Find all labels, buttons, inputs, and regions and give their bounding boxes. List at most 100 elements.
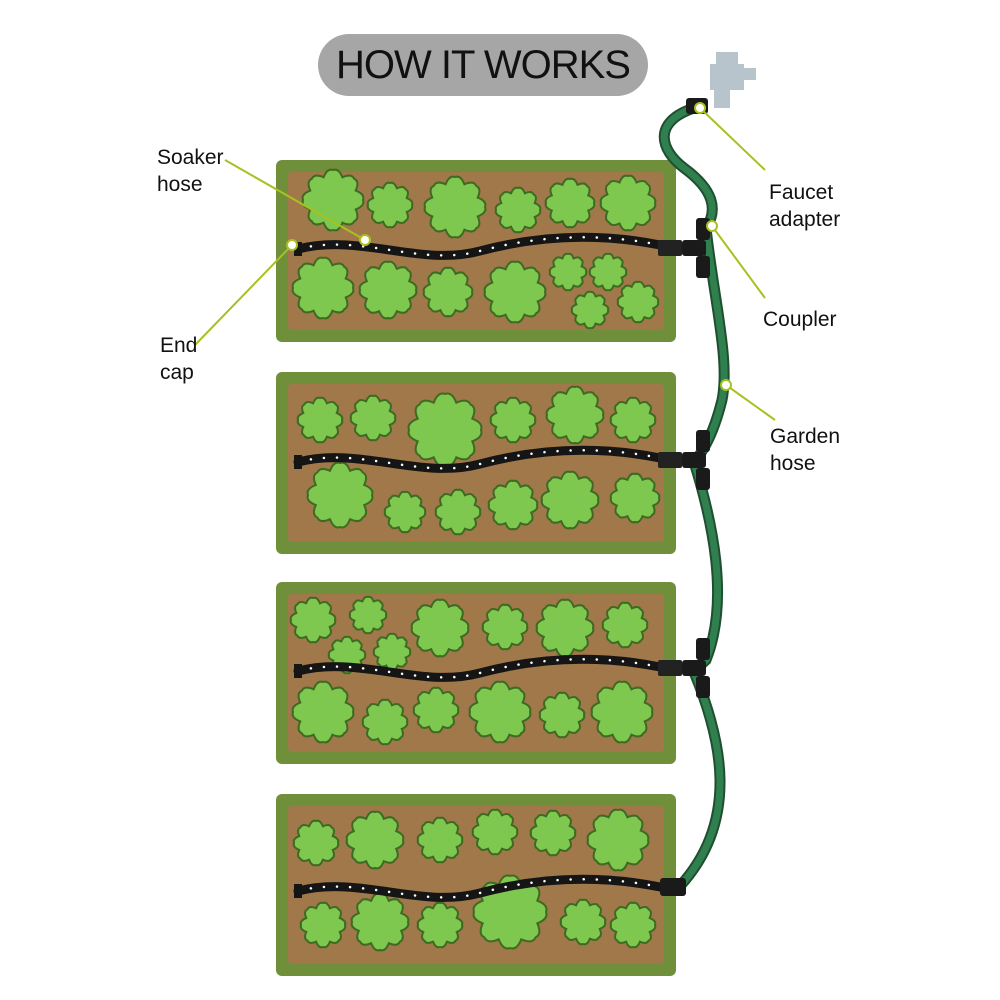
coupler-outlet bbox=[696, 468, 710, 490]
garden-bed bbox=[276, 582, 676, 764]
label-end-cap: End cap bbox=[160, 334, 198, 384]
label-coupler: Coupler bbox=[763, 308, 837, 331]
plant-icon bbox=[545, 385, 605, 445]
faucet-body bbox=[710, 64, 744, 90]
soaker-hose-holes bbox=[296, 878, 662, 899]
leader-line bbox=[725, 384, 776, 421]
plant-icon bbox=[434, 488, 482, 536]
plant-icon bbox=[529, 809, 577, 857]
plant-icon bbox=[350, 892, 410, 952]
soaker-hose-holes bbox=[296, 236, 662, 257]
callout-ring bbox=[359, 234, 371, 246]
plant-icon bbox=[588, 252, 628, 292]
plant-icon bbox=[616, 280, 660, 324]
garden-bed bbox=[276, 794, 676, 976]
plant-icon bbox=[487, 479, 539, 531]
plant-icon bbox=[468, 680, 532, 744]
plant-icon bbox=[590, 680, 654, 744]
coupler-icon bbox=[658, 218, 710, 278]
label-faucet-adapter: Faucet adapter bbox=[769, 181, 841, 231]
coupler-inlet bbox=[696, 430, 710, 452]
end-cap-icon bbox=[294, 455, 302, 469]
leader-line bbox=[224, 159, 366, 241]
plant-icon bbox=[535, 598, 595, 658]
plant-icon bbox=[361, 698, 409, 746]
callout-ring bbox=[694, 102, 706, 114]
plant-icon bbox=[422, 266, 474, 318]
end-cap-icon bbox=[294, 884, 302, 898]
plant-icon bbox=[416, 901, 464, 949]
hose-connector bbox=[658, 240, 682, 256]
soaker-hose-holes bbox=[296, 449, 662, 470]
plant-icon bbox=[412, 686, 460, 734]
leader-lines bbox=[194, 102, 776, 421]
hose-connector bbox=[658, 452, 682, 468]
faucet-stem bbox=[716, 52, 738, 66]
page-title: HOW IT WORKS bbox=[336, 42, 631, 87]
label-garden-hose: Garden hose bbox=[770, 425, 841, 475]
hose-connector bbox=[658, 660, 682, 676]
plant-icon bbox=[538, 691, 586, 739]
plant-icon bbox=[494, 186, 542, 234]
plant-icon bbox=[292, 819, 340, 867]
coupler-icon bbox=[658, 638, 710, 698]
garden-bed bbox=[276, 160, 676, 342]
plant-icon bbox=[548, 252, 588, 292]
plant-icon bbox=[407, 392, 483, 468]
leader-line bbox=[194, 244, 293, 346]
plant-icon bbox=[345, 810, 405, 870]
coupler-inlet bbox=[696, 218, 710, 240]
plant-icon bbox=[289, 596, 337, 644]
plant-icon bbox=[358, 260, 418, 320]
plant-icon bbox=[540, 470, 600, 530]
plant-icon bbox=[601, 601, 649, 649]
plant-icon bbox=[483, 260, 547, 324]
leader-line bbox=[711, 225, 766, 299]
plant-icon bbox=[299, 901, 347, 949]
plant-icon bbox=[609, 396, 657, 444]
leader-line bbox=[699, 107, 766, 171]
plant-icon bbox=[416, 816, 464, 864]
faucet-icon bbox=[710, 52, 756, 108]
end-cap-icon bbox=[294, 664, 302, 678]
coupler-outlet bbox=[696, 256, 710, 278]
coupler-body bbox=[682, 452, 706, 468]
plant-icon bbox=[366, 181, 414, 229]
garden-beds bbox=[276, 160, 676, 976]
plant-icon bbox=[489, 396, 537, 444]
plant-icon bbox=[570, 290, 610, 330]
fittings bbox=[658, 52, 756, 896]
plant-icon bbox=[586, 808, 650, 872]
faucet-spout bbox=[714, 88, 730, 108]
plant-icon bbox=[410, 598, 470, 658]
plant-icon bbox=[291, 256, 355, 320]
plant-icon bbox=[383, 490, 427, 534]
label-soaker-hose: Soaker hose bbox=[157, 146, 224, 196]
plant-icon bbox=[296, 396, 344, 444]
coupler-icon bbox=[658, 430, 710, 490]
title-banner: HOW IT WORKS bbox=[318, 34, 648, 96]
coupler-body bbox=[682, 660, 706, 676]
callout-ring bbox=[286, 239, 298, 251]
end-cap-icon bbox=[294, 242, 302, 256]
garden-bed bbox=[276, 372, 676, 554]
faucet-handle bbox=[744, 68, 756, 80]
coupler-inlet bbox=[696, 638, 710, 660]
plant-icon bbox=[372, 632, 412, 672]
callout-ring bbox=[706, 220, 718, 232]
soaker-hose-holes bbox=[296, 658, 662, 679]
plant-icon bbox=[599, 174, 657, 232]
plant-icon bbox=[348, 595, 388, 635]
callout-ring bbox=[720, 379, 732, 391]
plant-icon bbox=[349, 394, 397, 442]
plant-icon bbox=[609, 901, 657, 949]
plant-icon bbox=[423, 175, 487, 239]
plant-icon bbox=[471, 808, 519, 856]
hose-connector bbox=[660, 878, 686, 896]
plant-icon bbox=[559, 898, 607, 946]
coupler-outlet bbox=[696, 676, 710, 698]
plant-icon bbox=[301, 168, 365, 232]
plant-icon bbox=[481, 603, 529, 651]
plant-icon bbox=[306, 461, 374, 529]
